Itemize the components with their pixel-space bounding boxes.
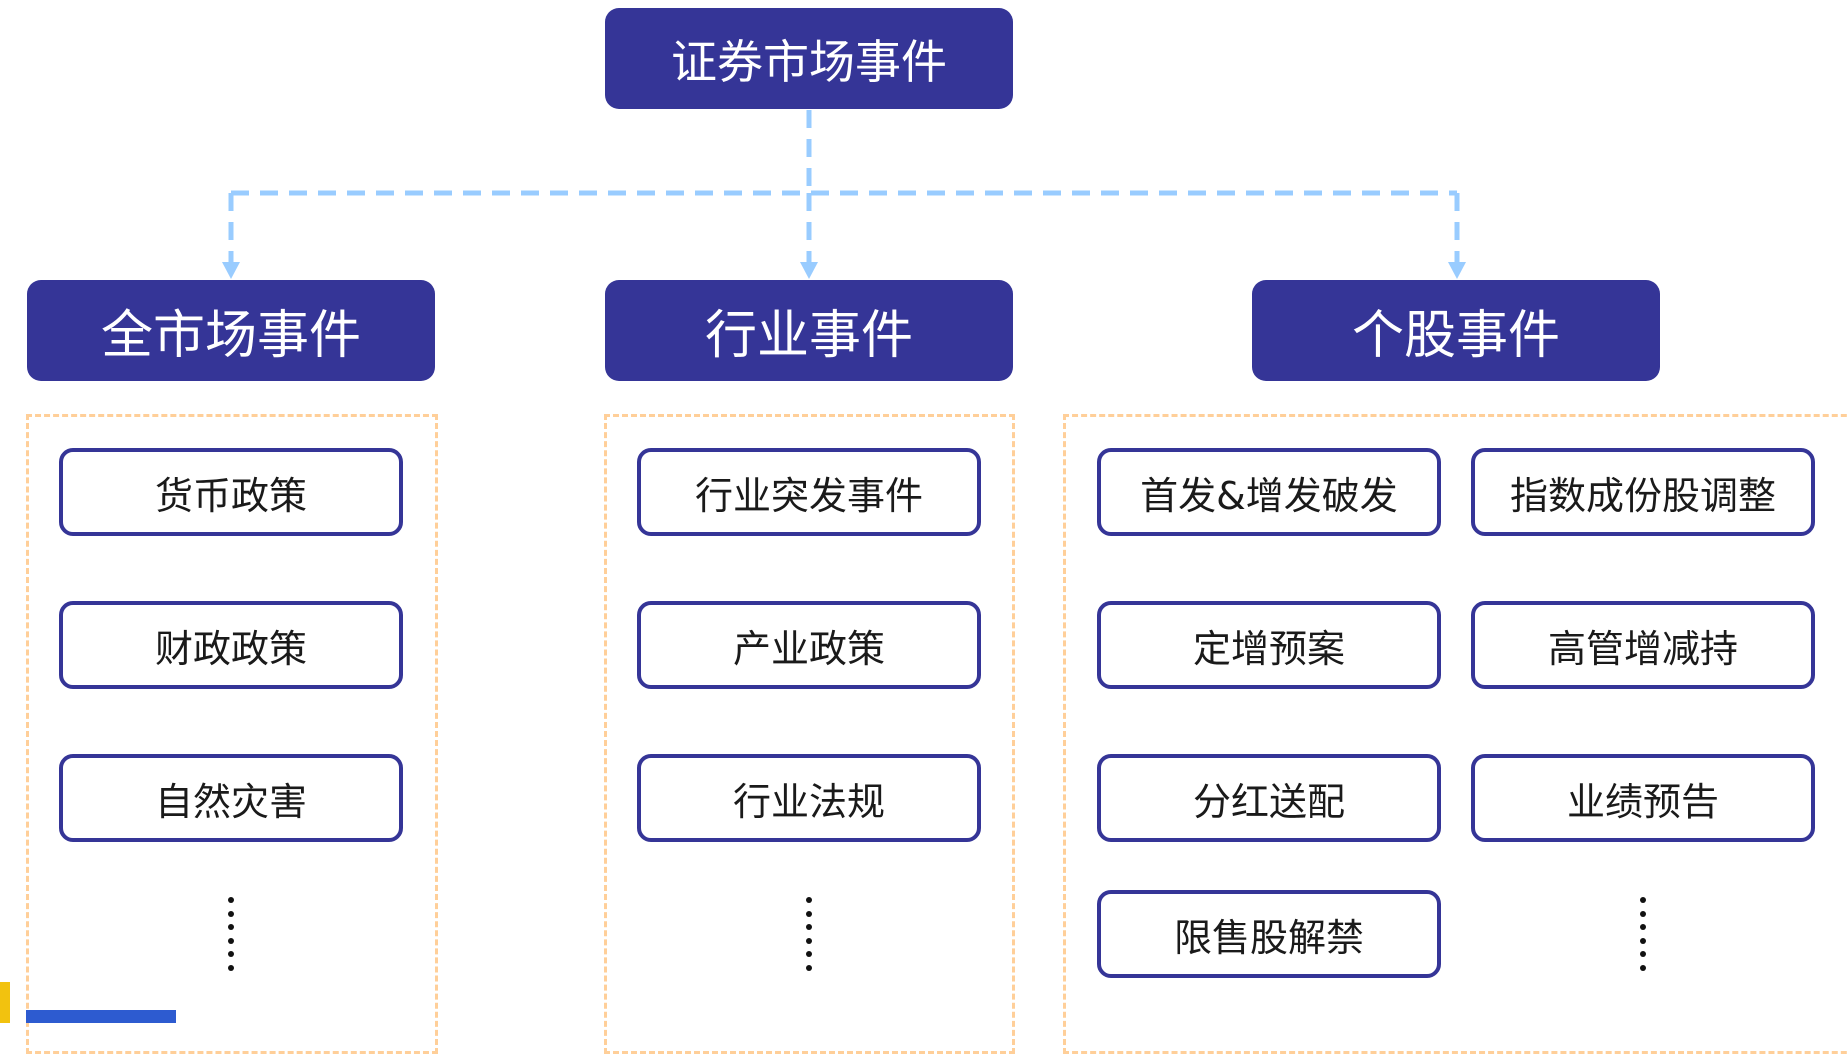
ellipsis-dot	[228, 937, 234, 944]
ellipsis-dot	[228, 910, 234, 917]
event-item: 产业政策	[637, 601, 981, 689]
event-item: 行业突发事件	[637, 448, 981, 536]
connector-lines	[222, 110, 1466, 279]
ellipsis-dot	[1640, 897, 1646, 903]
root-node: 证券市场事件	[605, 8, 1013, 109]
ellipsis-dot	[1640, 951, 1646, 958]
more-ellipsis-industry	[806, 897, 814, 971]
event-item: 指数成份股调整	[1471, 448, 1815, 536]
ellipsis-dot	[228, 951, 234, 958]
ellipsis-dot	[228, 964, 234, 971]
event-item: 首发&增发破发	[1097, 448, 1441, 536]
category-node-industry: 行业事件	[605, 280, 1013, 381]
hierarchy-diagram: 证券市场事件 全市场事件 行业事件 个股事件 货币政策 财政政策 自然灾害 行业…	[0, 8, 1848, 1054]
category-node-market: 全市场事件	[27, 280, 435, 381]
more-ellipsis-stock	[1640, 897, 1648, 971]
ellipsis-dot	[806, 951, 812, 958]
event-item: 高管增减持	[1471, 601, 1815, 689]
ellipsis-dot	[1640, 937, 1646, 944]
ellipsis-dot	[228, 924, 234, 931]
arrowhead-stock	[1448, 262, 1466, 279]
arrowhead-market	[222, 262, 240, 279]
ellipsis-dot	[806, 964, 812, 971]
category-node-stock: 个股事件	[1252, 280, 1660, 381]
ellipsis-dot	[806, 937, 812, 944]
event-item: 限售股解禁	[1097, 890, 1441, 978]
ellipsis-dot	[1640, 964, 1646, 971]
logo-mark	[26, 1010, 176, 1023]
ellipsis-dot	[806, 910, 812, 917]
event-item: 货币政策	[59, 448, 403, 536]
event-item: 财政政策	[59, 601, 403, 689]
ellipsis-dot	[1640, 924, 1646, 931]
event-item: 分红送配	[1097, 754, 1441, 842]
ellipsis-dot	[806, 924, 812, 931]
event-item: 业绩预告	[1471, 754, 1815, 842]
event-item: 定增预案	[1097, 601, 1441, 689]
arrowhead-industry	[800, 262, 818, 279]
ellipsis-dot	[1640, 910, 1646, 917]
event-item: 自然灾害	[59, 754, 403, 842]
logo-accent-bar	[0, 982, 10, 1023]
more-ellipsis-market	[228, 897, 236, 971]
event-item: 行业法规	[637, 754, 981, 842]
ellipsis-dot	[806, 897, 812, 903]
ellipsis-dot	[228, 897, 234, 903]
